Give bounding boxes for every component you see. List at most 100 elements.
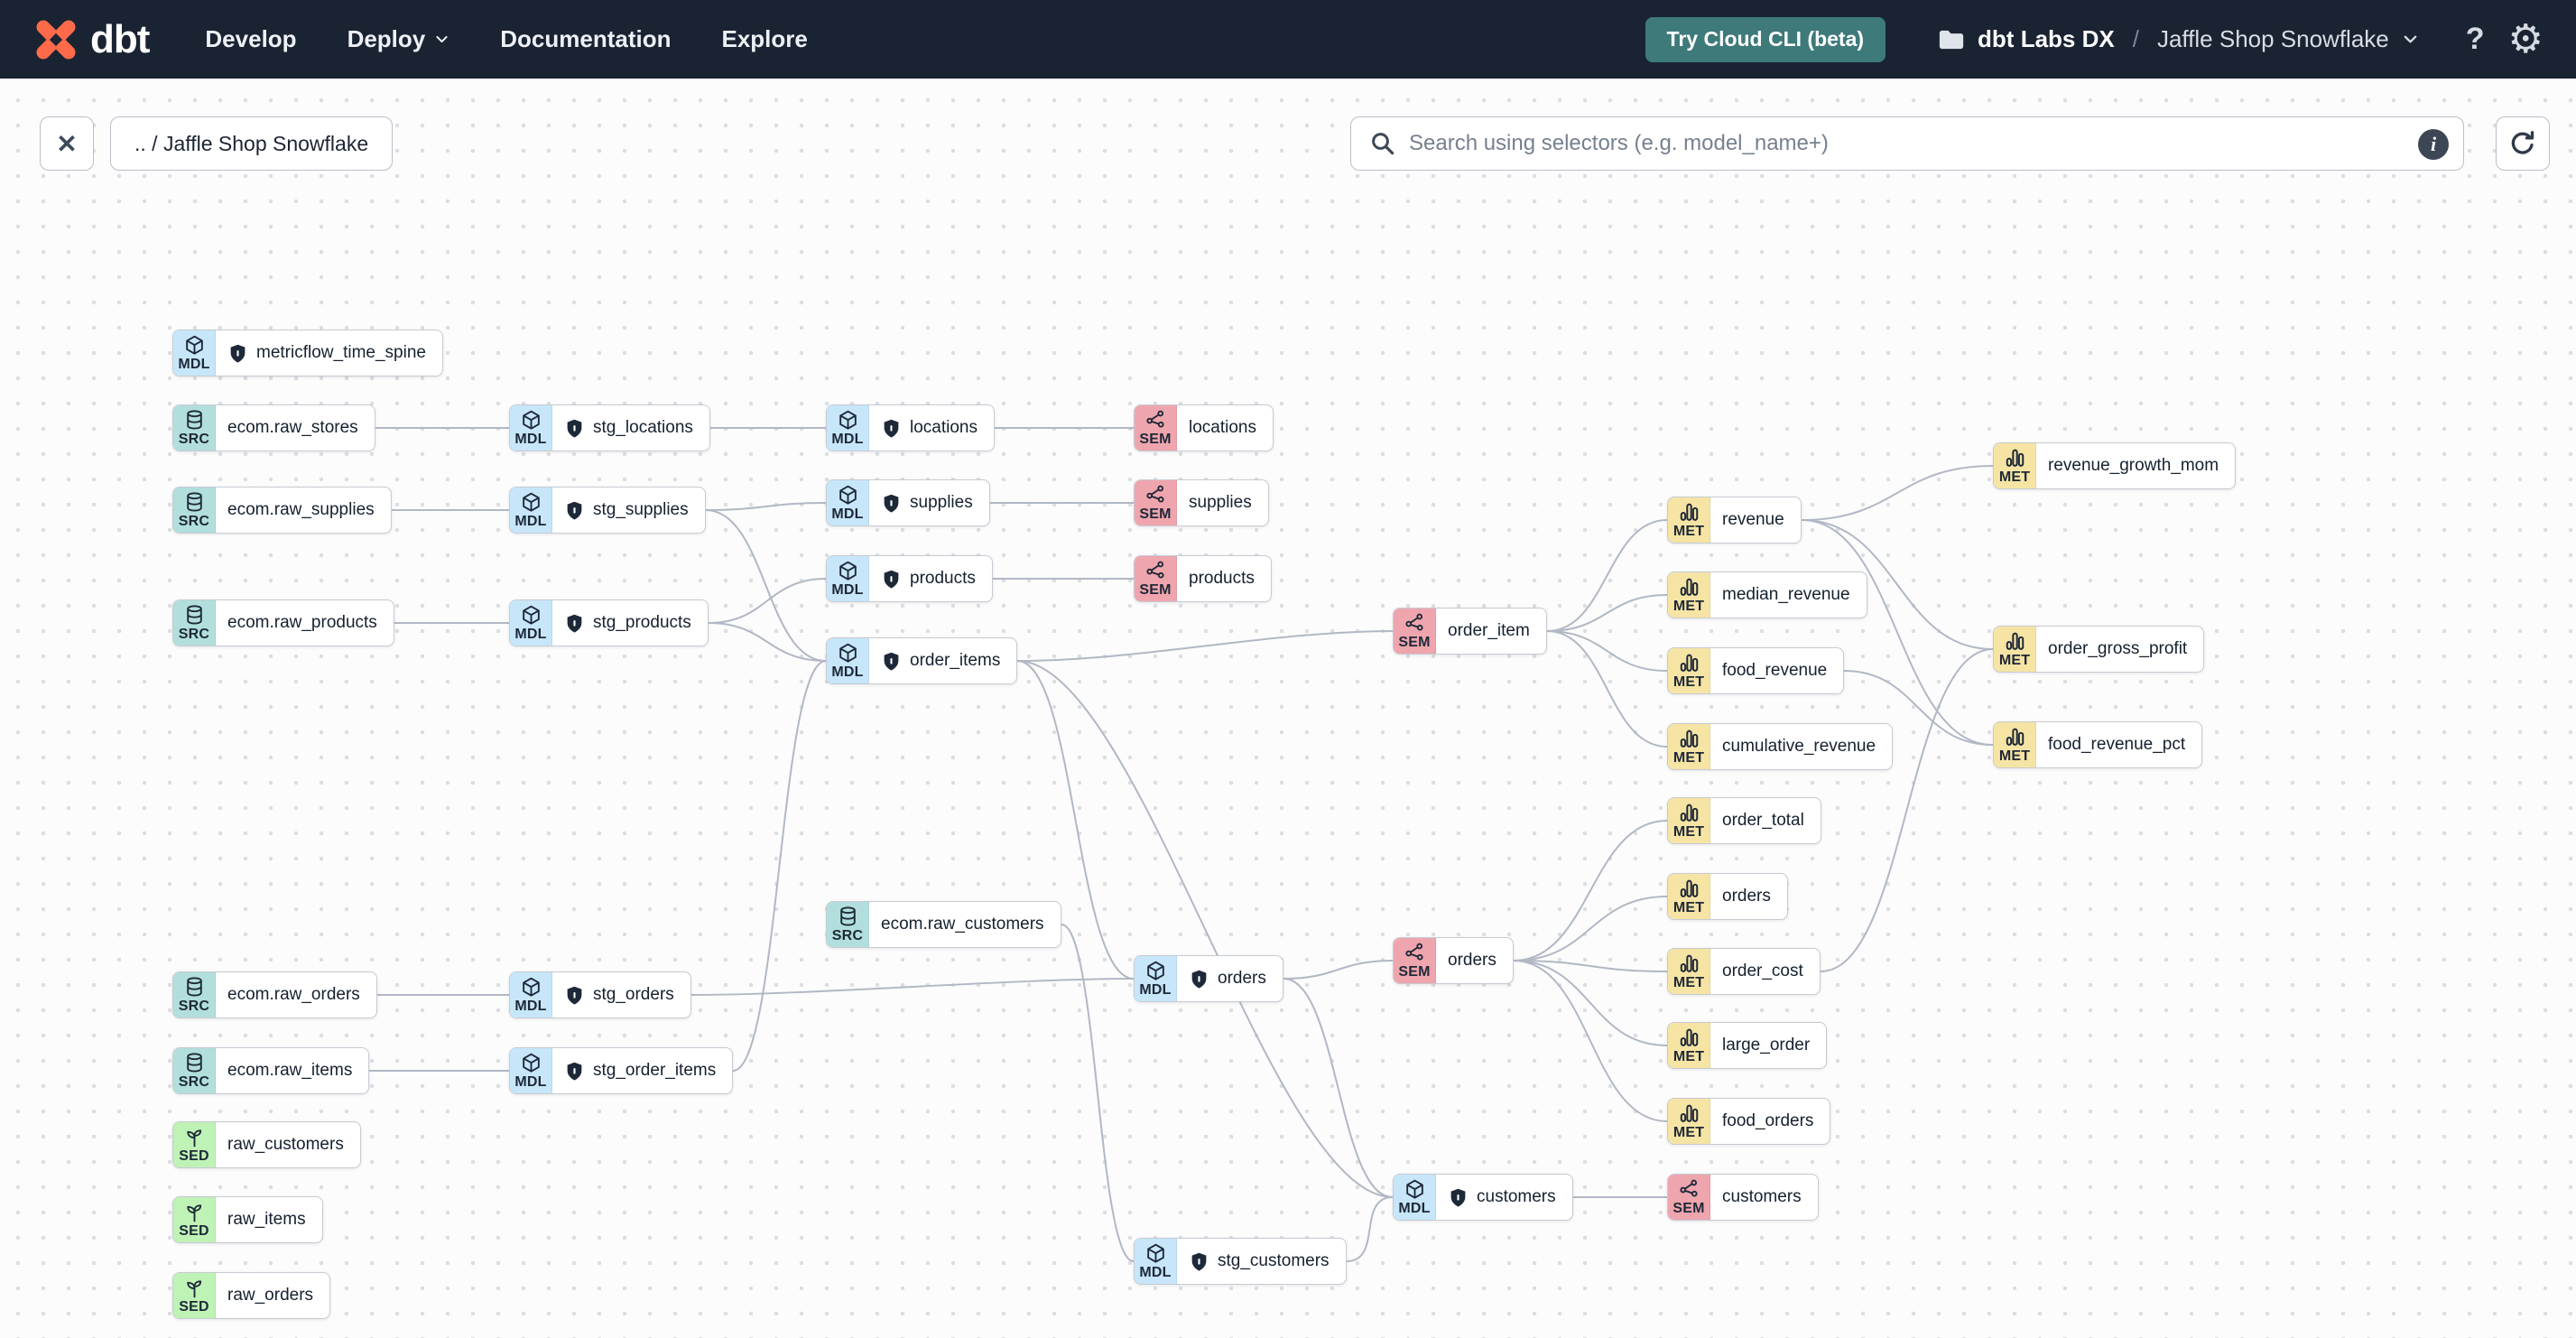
nav-item-explore[interactable]: Explore xyxy=(721,25,808,52)
nav-item-develop[interactable]: Develop xyxy=(205,25,297,52)
node-name-text: stg_locations xyxy=(593,418,693,437)
node-stg_supplies[interactable]: MDL stg_supplies xyxy=(509,487,706,534)
node-type-label: SEM xyxy=(1139,432,1172,447)
node-type-badge: MET xyxy=(1668,572,1710,618)
semantic-network-icon xyxy=(1404,942,1426,964)
close-icon: ✕ xyxy=(56,129,78,158)
node-type-label: MDL xyxy=(514,514,547,529)
seedling-icon xyxy=(183,1277,206,1299)
node-name-text: orders xyxy=(1448,951,1496,970)
node-label: stg_supplies xyxy=(552,488,705,533)
node-label: food_revenue_pct xyxy=(2036,722,2201,767)
node-met_cumulative_revenue[interactable]: MET cumulative_revenue xyxy=(1667,723,1894,770)
node-type-label: SEM xyxy=(1398,964,1431,980)
project-switcher[interactable]: dbt Labs DX / Jaffle Shop Snowflake xyxy=(1938,25,2419,53)
search-input[interactable] xyxy=(1409,131,2409,156)
info-icon[interactable]: i xyxy=(2418,129,2449,160)
node-name-text: customers xyxy=(1477,1187,1556,1206)
metric-bars-icon xyxy=(1678,501,1700,524)
node-type-badge: MET xyxy=(1668,724,1710,769)
node-name-text: metricflow_time_spine xyxy=(256,343,426,362)
node-type-badge: MDL xyxy=(510,488,552,533)
cube-icon xyxy=(1144,960,1167,982)
node-sem_orders[interactable]: SEM orders xyxy=(1393,937,1514,984)
shield-icon xyxy=(564,1061,585,1082)
help-button[interactable]: ? xyxy=(2466,22,2485,57)
node-type-label: MET xyxy=(1673,524,1705,539)
node-name-text: order_item xyxy=(1448,621,1530,640)
shield-icon xyxy=(881,569,902,590)
node-type-badge: SEM xyxy=(1668,1175,1710,1220)
node-type-label: SED xyxy=(179,1299,209,1315)
node-label: customers xyxy=(1710,1175,1818,1220)
close-lineage-button[interactable]: ✕ xyxy=(40,116,94,171)
cube-icon xyxy=(520,604,542,627)
refresh-button[interactable] xyxy=(2496,116,2550,171)
node-type-label: SRC xyxy=(178,999,210,1014)
node-label: products xyxy=(1177,556,1271,601)
node-type-label: MET xyxy=(1998,748,2031,764)
lineage-canvas[interactable] xyxy=(0,79,2576,1338)
dbt-logo[interactable]: dbt xyxy=(32,16,150,63)
node-type-label: MET xyxy=(1673,599,1705,614)
node-type-badge: SED xyxy=(173,1122,216,1167)
node-type-badge: SEM xyxy=(1135,556,1177,601)
node-name-text: cumulative_revenue xyxy=(1722,737,1876,756)
node-type-label: MET xyxy=(1673,975,1705,990)
node-name-text: food_orders xyxy=(1722,1111,1814,1130)
node-name-text: supplies xyxy=(910,493,973,512)
breadcrumb[interactable]: .. / Jaffle Shop Snowflake xyxy=(110,116,394,171)
node-met_food_revenue_pct[interactable]: MET food_revenue_pct xyxy=(1993,721,2203,768)
node-name-text: raw_items xyxy=(227,1210,306,1229)
node-type-badge: MDL xyxy=(510,1048,552,1093)
node-stg_locations[interactable]: MDL stg_locations xyxy=(509,404,710,451)
try-cloud-cli-button[interactable]: Try Cloud CLI (beta) xyxy=(1645,16,1886,62)
nav-item-deploy[interactable]: Deploy xyxy=(347,25,450,53)
node-type-label: MDL xyxy=(514,432,547,447)
cube-icon xyxy=(837,409,859,432)
navbar-right: Try Cloud CLI (beta) dbt Labs DX / Jaffl… xyxy=(1645,16,2544,62)
settings-button[interactable]: ⚙ xyxy=(2508,19,2544,60)
node-label: supplies xyxy=(1177,480,1268,525)
database-icon xyxy=(837,906,859,928)
nav-item-documentation[interactable]: Documentation xyxy=(500,25,672,52)
project-name: Jaffle Shop Snowflake xyxy=(2156,25,2389,52)
node-type-label: SED xyxy=(179,1148,209,1164)
node-type-label: MDL xyxy=(1139,1265,1172,1280)
